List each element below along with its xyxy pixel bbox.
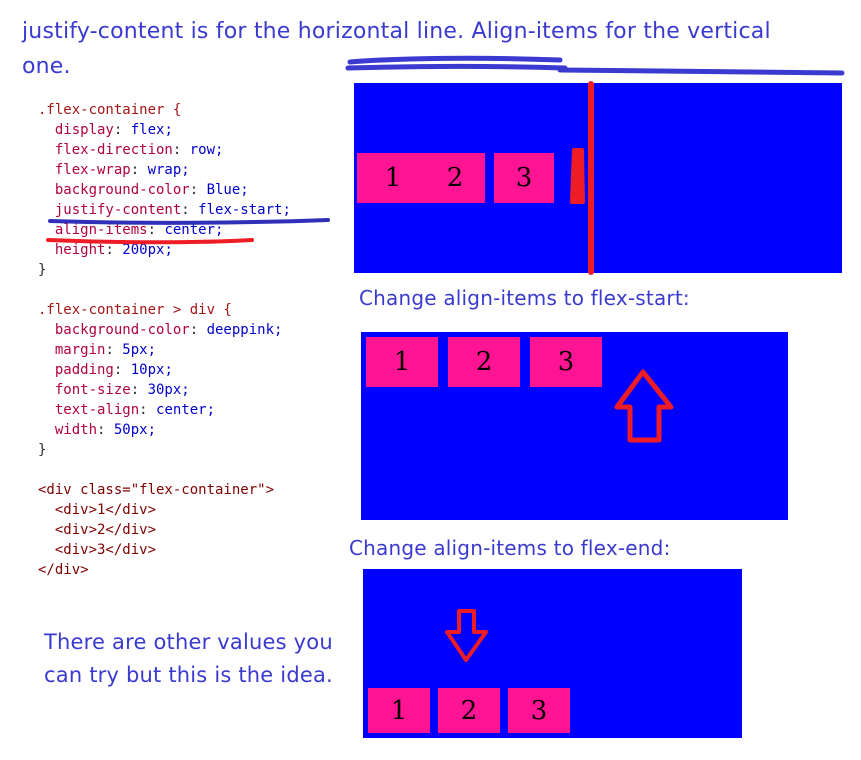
flex-item-3: 3 [494, 153, 554, 203]
css-declaration: width: 50px; [54, 422, 157, 438]
flex-item-2: 2 [425, 153, 485, 203]
css-declaration: text-align: center; [54, 402, 216, 418]
css-property-value: flex; [130, 122, 173, 138]
css-property-name: background-color [54, 182, 190, 198]
css-declaration: align-items: center; [54, 222, 224, 238]
css-selector-1: .flex-container { [38, 102, 182, 118]
css-property-value: 5px; [122, 342, 157, 358]
html-line: <div>1</div> [38, 502, 157, 518]
html-line: <div class="flex-container"> [38, 482, 275, 498]
css-declaration: flex-direction: row; [54, 142, 224, 158]
heading-text: justify-content is for the horizontal li… [22, 19, 771, 79]
down-arrow-icon [445, 609, 488, 662]
css-property-value: 30px; [147, 382, 190, 398]
css-property-name: width [54, 422, 98, 438]
demo-container-flex-start: 1 2 3 [361, 332, 788, 520]
css-property-value: 200px; [122, 242, 173, 258]
flex-item-3: 3 [508, 688, 570, 733]
css-property-name: height [54, 242, 106, 258]
red-underline [46, 238, 254, 245]
flex-item-2: 2 [438, 688, 500, 733]
css-declaration: display: flex; [54, 122, 173, 138]
flex-item-3: 3 [530, 337, 602, 387]
blue-scribble [345, 55, 845, 76]
css-property-name: flex-direction [54, 142, 173, 158]
caption-flex-end: Change align-items to flex-end: [349, 536, 671, 560]
css-property-value: center; [156, 402, 216, 418]
footer-note: There are other values you can try but t… [44, 630, 333, 687]
red-bracket [570, 148, 585, 204]
css-declaration: justify-content: flex-start; [54, 202, 291, 218]
css-property-value: deeppink; [206, 322, 283, 338]
flex-item-1: 1 [368, 688, 430, 733]
css-property-value: row; [189, 142, 224, 158]
close-brace-1: } [38, 262, 47, 278]
css-property-value: 50px; [113, 422, 157, 438]
css-selector-2: .flex-container > div { [38, 302, 232, 318]
html-line: <div>2</div> [38, 522, 157, 538]
css-property-name: padding [54, 362, 114, 378]
css-property-name: align-items [54, 222, 148, 238]
css-property-value: center; [164, 222, 224, 238]
demo-container-flex-end: 1 2 3 [363, 569, 742, 738]
css-declaration: flex-wrap: wrap; [54, 162, 190, 178]
flex-item-1: 1 [357, 153, 429, 203]
css-property-value: 10px; [130, 362, 173, 378]
demo-container-center: 1 2 3 [354, 83, 842, 273]
css-property-name: flex-wrap [54, 162, 131, 178]
css-property-value: Blue; [206, 182, 249, 198]
caption-flex-start: Change align-items to flex-start: [359, 286, 690, 310]
code-block: .flex-container { display: flex; flex-di… [38, 100, 291, 580]
css-declaration: height: 200px; [54, 242, 173, 258]
close-brace-2: } [38, 442, 47, 458]
css-property-name: font-size [54, 382, 131, 398]
flex-item-2: 2 [448, 337, 520, 387]
css-declaration: padding: 10px; [54, 362, 173, 378]
css-property-value: flex-start; [198, 202, 291, 218]
css-declaration: background-color: deeppink; [54, 322, 283, 338]
css-property-name: text-align [54, 402, 140, 418]
css-declaration: background-color: Blue; [54, 182, 249, 198]
css-property-name: justify-content [54, 202, 182, 218]
css-property-name: background-color [54, 322, 190, 338]
flex-item-1: 1 [366, 337, 438, 387]
css-property-name: margin [54, 342, 106, 358]
css-declaration: margin: 5px; [54, 342, 157, 358]
blue-underline [48, 218, 330, 225]
html-line: <div>3</div> [38, 542, 157, 558]
css-property-value: wrap; [147, 162, 190, 178]
html-line: </div> [38, 562, 89, 578]
up-arrow-icon [614, 369, 674, 443]
css-declaration: font-size: 30px; [54, 382, 190, 398]
css-property-name: display [54, 122, 114, 138]
